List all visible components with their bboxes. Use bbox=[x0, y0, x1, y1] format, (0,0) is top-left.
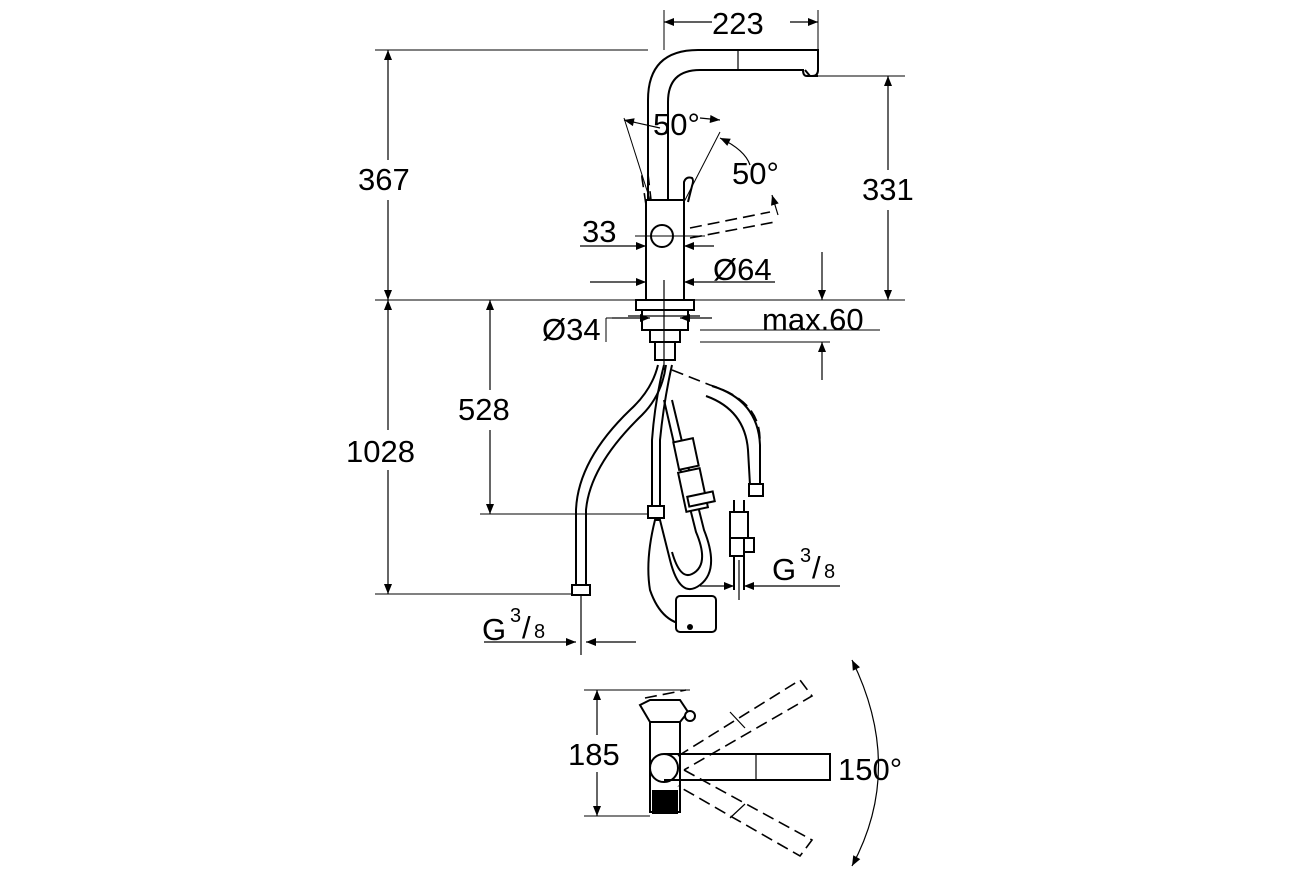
thread-left-slash: / bbox=[522, 610, 531, 645]
dim-hole-diameter: Ø34 bbox=[542, 312, 601, 347]
thread-left-num: 3 bbox=[510, 605, 521, 627]
thread-right-num: 3 bbox=[800, 545, 811, 567]
dim-body-diameter: Ø64 bbox=[713, 252, 772, 287]
thread-right-g: G bbox=[772, 552, 796, 587]
front-elevation: 223 367 331 50° 50° 33 Ø64 Ø34 max.60 52… bbox=[346, 6, 914, 655]
dim-hose-fixed: 528 bbox=[458, 392, 510, 427]
dim-lever-angle-side: 50° bbox=[732, 156, 779, 191]
dim-lever-offset: 33 bbox=[582, 214, 616, 249]
thread-left-g: G bbox=[482, 612, 506, 647]
dimension-lines bbox=[384, 18, 892, 646]
spout bbox=[647, 49, 819, 200]
dim-max-deck: max.60 bbox=[762, 302, 864, 337]
dim-spout-reach: 223 bbox=[712, 6, 764, 41]
plan-view: 185 150° bbox=[568, 659, 902, 867]
dim-lever-angle-front: 50° bbox=[653, 107, 700, 142]
mounting-assembly bbox=[628, 280, 700, 370]
thread-left-den: 8 bbox=[534, 621, 545, 643]
thread-label-right: G 3 / 8 bbox=[772, 545, 835, 587]
dim-hose-total: 1028 bbox=[346, 434, 415, 469]
thread-right-slash: / bbox=[812, 550, 821, 585]
dim-spout-height: 331 bbox=[862, 172, 914, 207]
lever bbox=[641, 172, 776, 239]
thread-right-den: 8 bbox=[824, 561, 835, 583]
dim-swivel-angle: 150° bbox=[838, 752, 902, 787]
thread-label-left: G 3 / 8 bbox=[482, 605, 545, 647]
dim-total-height: 367 bbox=[358, 162, 410, 197]
hoses bbox=[571, 364, 764, 655]
dim-plan-depth: 185 bbox=[568, 737, 620, 772]
mixer-body bbox=[635, 199, 705, 301]
